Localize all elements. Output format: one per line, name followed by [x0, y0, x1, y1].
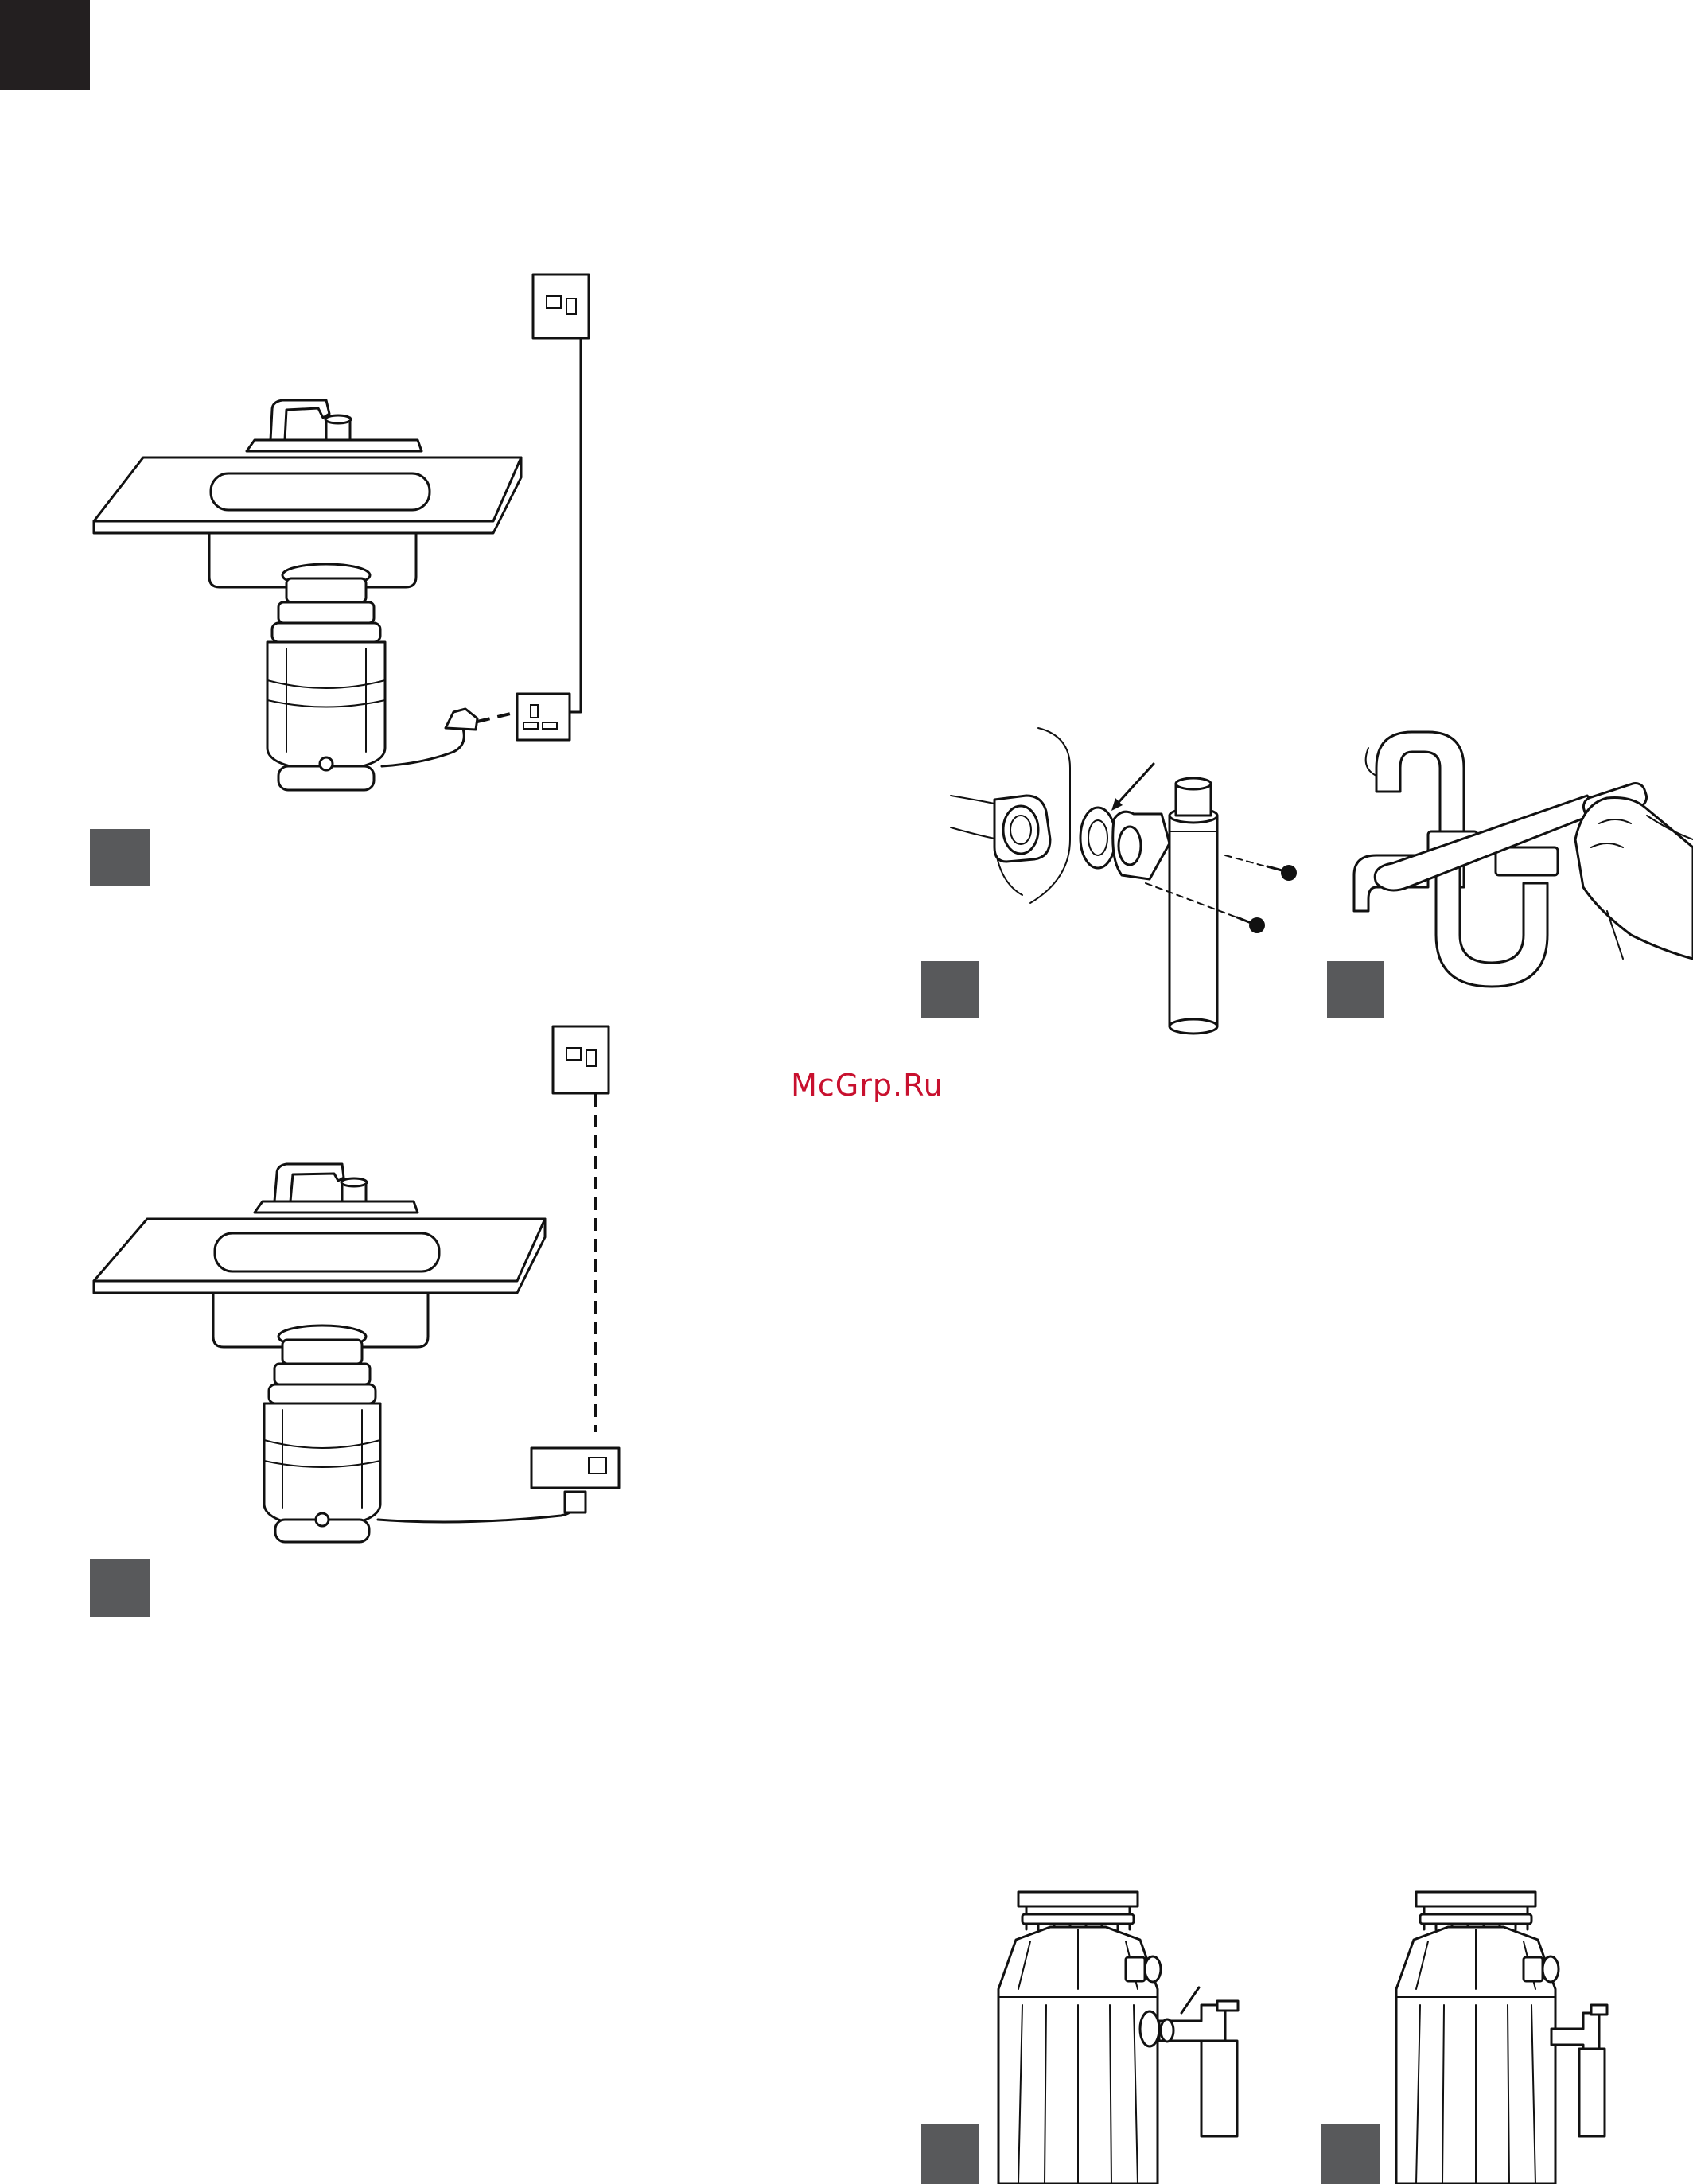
- bolt-icon: [1237, 917, 1265, 933]
- discharge-pipe-icon: [1170, 816, 1217, 1026]
- wall-socket-icon: [517, 694, 570, 740]
- step-number-box: [90, 829, 150, 886]
- pointer-arrow-icon: [1114, 764, 1154, 808]
- step-number-box: [921, 2124, 979, 2184]
- watermark: McGrp.Ru: [764, 1068, 971, 1103]
- step-number-box: [1321, 2124, 1380, 2184]
- figure-dishwasher-plugged: [1388, 1886, 1627, 2184]
- figure-switch-spur: [88, 1018, 629, 1575]
- hand-icon: [1575, 798, 1693, 960]
- figure-drain-elbow: [951, 720, 1317, 1034]
- plug-icon: [446, 709, 477, 730]
- pointer-arrow-icon: [1181, 1987, 1199, 2013]
- page-corner-tab: [0, 0, 90, 90]
- inlet-plug-icon: [1551, 2013, 1599, 2053]
- disposer-unit-icon: [267, 564, 385, 790]
- figure-dishwasher-connected: [991, 1886, 1265, 2184]
- bolt-icon: [1267, 865, 1297, 881]
- step-number-box: [921, 961, 979, 1018]
- disposer-unit-icon: [998, 1892, 1161, 2184]
- step-number-box: [90, 1559, 150, 1617]
- figure-plug-socket: [88, 267, 629, 816]
- figure-trap-wrench: [1345, 720, 1693, 1010]
- disposer-unit-icon: [264, 1326, 380, 1542]
- step-number-box: [1327, 961, 1384, 1018]
- disposer-unit-icon: [1396, 1892, 1559, 2184]
- gasket-icon: [1080, 808, 1115, 868]
